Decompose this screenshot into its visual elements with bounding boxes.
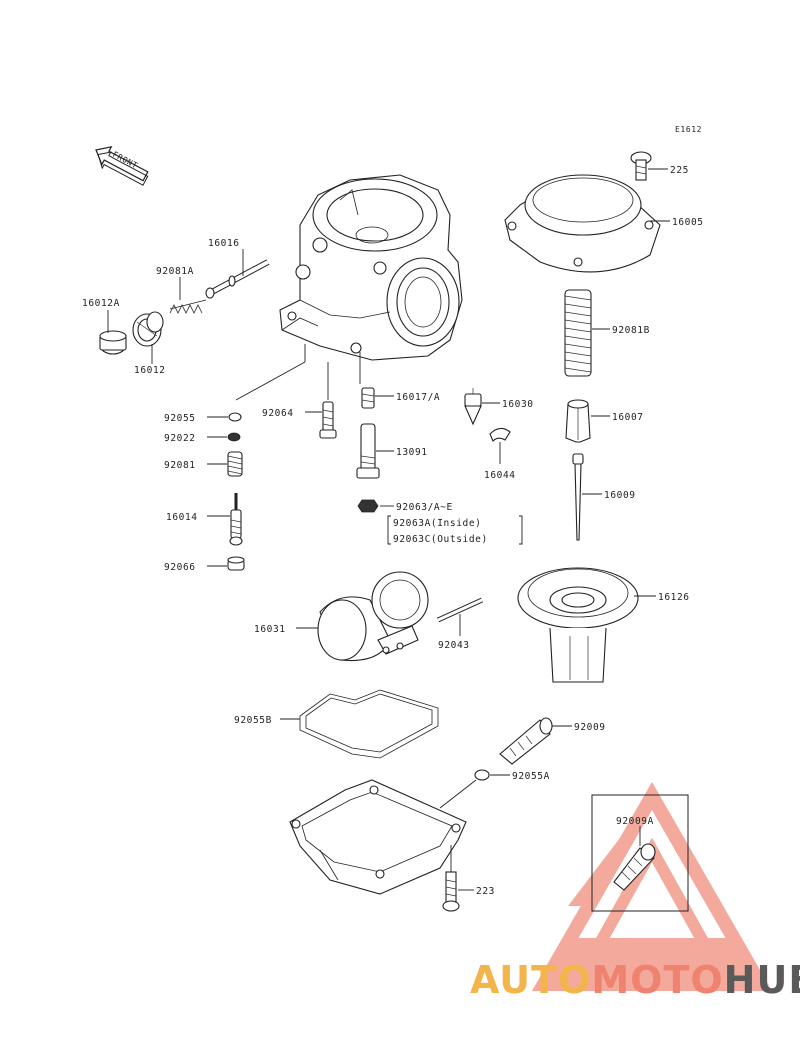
label-225: 225 [670, 165, 689, 176]
label-92063AE: 92063/A~E [396, 502, 453, 513]
inset-box-92009A [591, 794, 689, 912]
watermark-part3: HUB [723, 958, 800, 1002]
label-92066: 92066 [164, 562, 196, 573]
label-16005: 16005 [672, 217, 704, 228]
diagram-code: E1612 [675, 125, 702, 134]
part-92066-cap [227, 556, 245, 571]
part-16012-fitting [132, 311, 164, 347]
label-92081B: 92081B [612, 325, 650, 336]
label-16030: 16030 [502, 399, 534, 410]
part-92081-spring [227, 451, 243, 477]
label-16016: 16016 [208, 238, 240, 249]
label-16012: 16012 [134, 365, 166, 376]
carburetor-body [279, 174, 463, 361]
label-92063A-inside: 92063A(Inside) [393, 518, 481, 529]
part-92081A-spring [169, 299, 207, 314]
label-16009: 16009 [604, 490, 636, 501]
front-arrow-icon [95, 145, 149, 186]
label-223: 223 [476, 886, 495, 897]
part-16044-clip [489, 427, 511, 442]
label-92081: 92081 [164, 460, 196, 471]
part-16031-float [317, 571, 429, 662]
label-92081A: 92081A [156, 266, 194, 277]
label-92064: 92064 [262, 408, 294, 419]
label-92009A: 92009A [616, 816, 654, 827]
part-float-bowl [289, 779, 467, 895]
part-16016-shaft [205, 259, 270, 299]
watermark-part1: AUTO [470, 958, 592, 1002]
part-16009-jet-needle [572, 453, 584, 541]
part-92081B-spring [564, 289, 592, 377]
part-92043-pin [436, 597, 484, 623]
part-13091-tube [356, 423, 380, 479]
part-225-screw [630, 151, 652, 181]
label-16126: 16126 [658, 592, 690, 603]
label-16031: 16031 [254, 624, 286, 635]
watermark-logo: AUTOMOTOHUB [470, 958, 800, 1008]
part-16017A-jet [361, 387, 375, 409]
part-16014-needle [229, 493, 243, 546]
part-16030-float-valve [464, 388, 482, 426]
part-92063-nut [357, 499, 379, 513]
part-16126-diaphragm [517, 567, 639, 683]
label-16007: 16007 [612, 412, 644, 423]
part-92022-washer [227, 432, 241, 442]
label-92055: 92055 [164, 413, 196, 424]
part-223-screw [442, 871, 460, 912]
label-92055B: 92055B [234, 715, 272, 726]
part-92055-oring [228, 412, 242, 422]
part-92055B-gasket [299, 689, 439, 759]
label-13091: 13091 [396, 447, 428, 458]
part-92055A-oring [474, 769, 490, 781]
label-16012A: 16012A [82, 298, 120, 309]
part-16007-holder [565, 399, 591, 443]
label-92055A: 92055A [512, 771, 550, 782]
label-16017A: 16017/A [396, 392, 440, 403]
label-92043: 92043 [438, 640, 470, 651]
part-92064-jet [319, 401, 337, 439]
part-92009A-screw [613, 843, 656, 891]
part-16005-top-cover [504, 174, 661, 273]
label-16014: 16014 [166, 512, 198, 523]
label-16044: 16044 [484, 470, 516, 481]
label-92022: 92022 [164, 433, 196, 444]
label-92063C-outside: 92063C(Outside) [393, 534, 488, 545]
label-92009: 92009 [574, 722, 606, 733]
part-92009-screw [499, 717, 553, 765]
watermark-triangle-icon [531, 781, 773, 991]
watermark-part2: MOTO [591, 958, 724, 1002]
part-16012A-cap [99, 330, 127, 355]
